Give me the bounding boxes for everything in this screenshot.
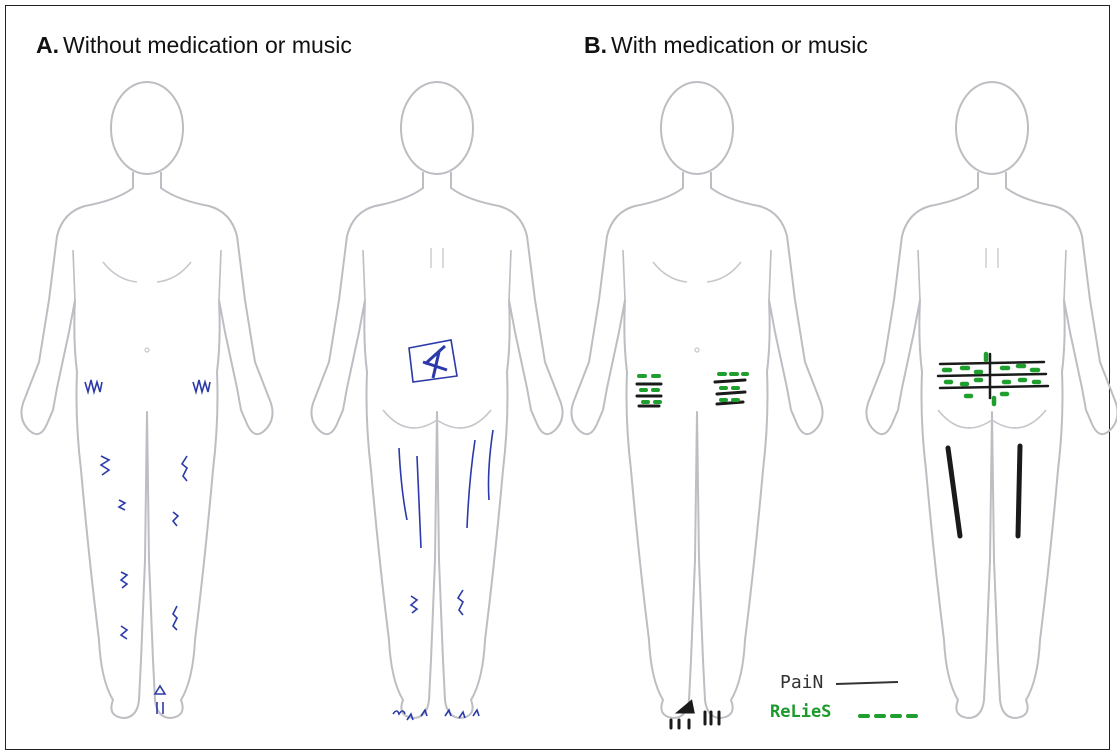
panel-a-back-figure bbox=[311, 82, 562, 720]
panel-b-front-figure bbox=[571, 82, 822, 728]
panel-b-back-figure bbox=[866, 82, 1117, 718]
panel-a-front-figure bbox=[21, 82, 272, 718]
legend bbox=[836, 682, 916, 716]
legend-pain-label: PaiN bbox=[780, 672, 823, 693]
legend-relief-label: ReLieS bbox=[770, 702, 831, 722]
legend-pain-line bbox=[836, 682, 898, 684]
panel-b-front-relief-marks bbox=[639, 374, 747, 402]
